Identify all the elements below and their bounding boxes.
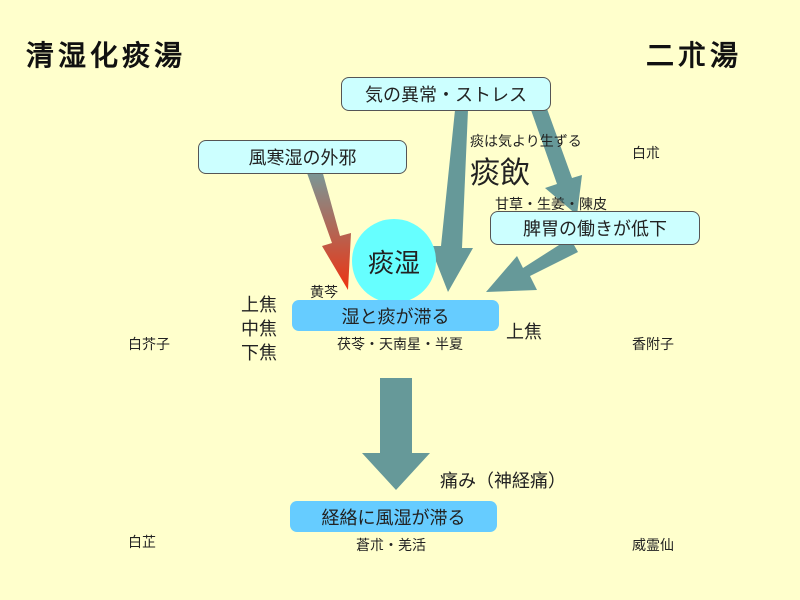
label-kanzou: 甘草・生姜・陳皮 bbox=[495, 197, 607, 213]
box-ki-ijou: 気の異常・ストレス bbox=[341, 77, 551, 111]
arrow-fuukan-to-tan bbox=[307, 170, 351, 290]
label-joushou-right: 上焦 bbox=[506, 322, 542, 343]
title-right: 二朮湯 bbox=[646, 39, 743, 72]
arrow-down bbox=[362, 378, 430, 490]
label-sanshou: 上焦 中焦 下焦 bbox=[241, 294, 277, 366]
label-bukuryo: 茯苓・天南星・半夏 bbox=[337, 337, 463, 353]
box-hii-teika: 脾胃の働きが低下 bbox=[490, 211, 700, 245]
title-left: 清湿化痰湯 bbox=[26, 39, 187, 72]
label-ougon: 黄芩 bbox=[310, 285, 338, 301]
herb-byakujutsu: 白朮 bbox=[632, 146, 660, 162]
herb-byakushi: 白芷 bbox=[128, 535, 156, 551]
arrow-ki-to-tan bbox=[430, 110, 473, 292]
herb-koubushi: 香附子 bbox=[632, 337, 674, 353]
label-tanin: 痰飲 bbox=[470, 156, 530, 191]
herb-byakugaishi: 白芥子 bbox=[128, 337, 170, 353]
box-shitsu-tan: 湿と痰が滞る bbox=[292, 300, 499, 331]
circle-tanshitsu: 痰湿 bbox=[352, 219, 436, 303]
arrow-ki-to-hii bbox=[531, 106, 582, 215]
arrow-hii-to-tan bbox=[486, 238, 578, 292]
label-tan-note: 痰は気より生ずる bbox=[470, 134, 582, 150]
box-fuukan-gaija: 風寒湿の外邪 bbox=[198, 140, 407, 174]
label-itami: 痛み（神経痛） bbox=[440, 471, 566, 492]
label-soujutsu: 蒼朮・羌活 bbox=[356, 538, 426, 554]
label-joushou: 上焦 bbox=[241, 295, 277, 316]
herb-ireisen: 威霊仙 bbox=[632, 538, 674, 554]
label-geshou: 下焦 bbox=[241, 343, 277, 364]
label-chuushou: 中焦 bbox=[241, 319, 277, 340]
box-keiraku: 経絡に風湿が滞る bbox=[290, 501, 497, 532]
